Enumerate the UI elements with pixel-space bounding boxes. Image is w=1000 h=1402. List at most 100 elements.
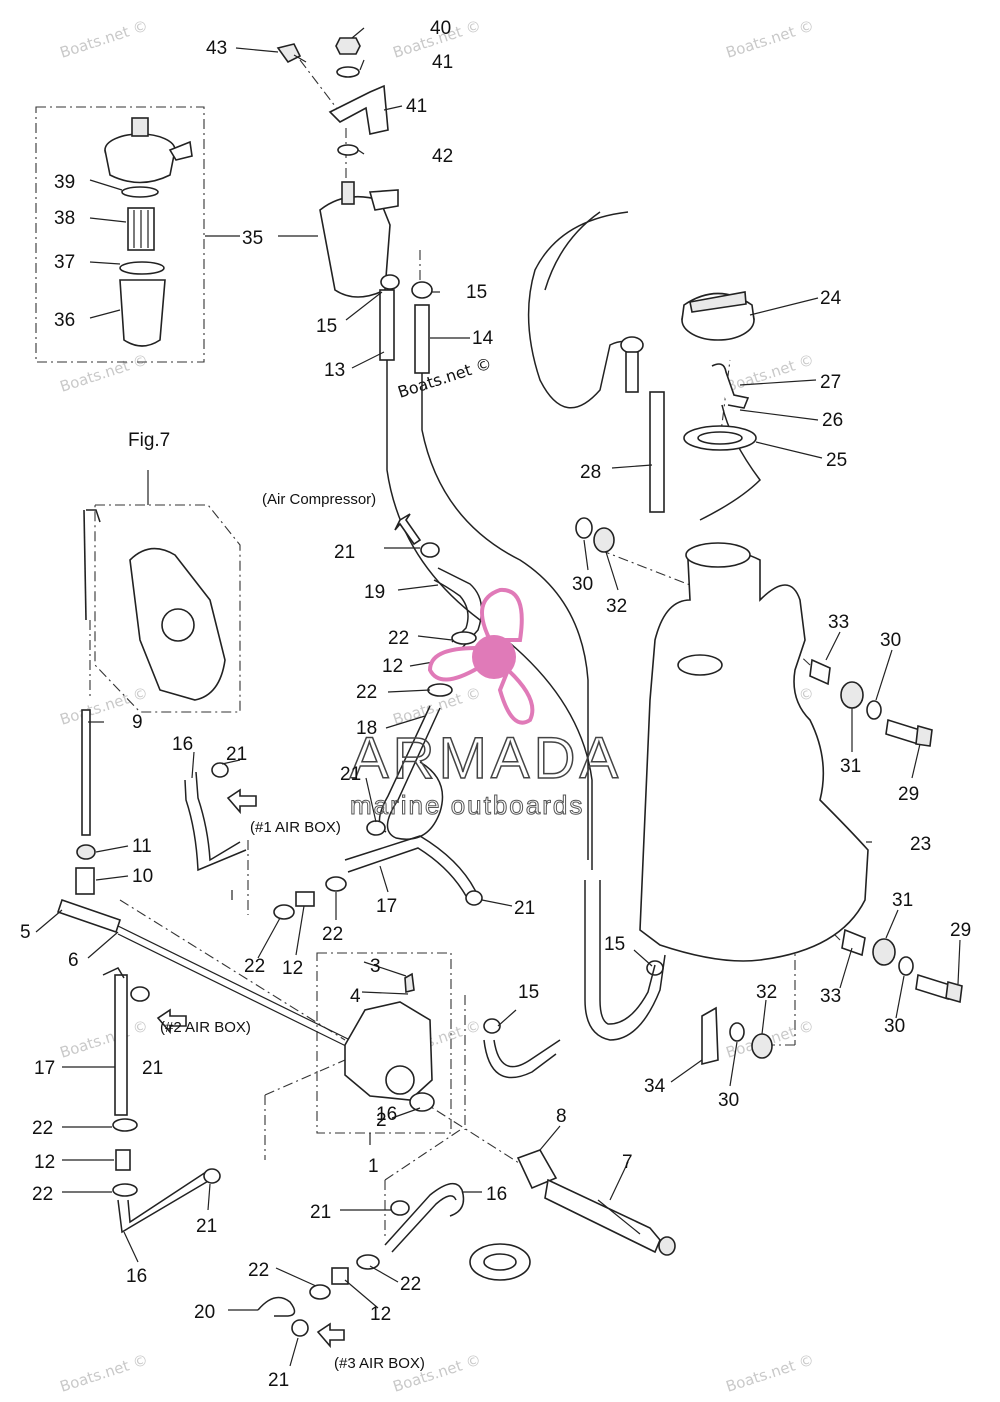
part-number-label: 21 [334, 542, 355, 563]
callout-air-box-1: (#1 AIR BOX) [250, 819, 341, 836]
oil-pump-group-box [316, 952, 452, 1134]
part-number-label: 41 [432, 52, 453, 73]
armada-logo: ARMADA marine outboards [349, 587, 622, 821]
part-number-label: 1 [368, 1156, 379, 1177]
part-number-label: 30 [884, 1016, 905, 1037]
part-number-label: 10 [132, 866, 153, 887]
part-number-label: 35 [242, 228, 263, 249]
watermark: Boats.net © [724, 16, 817, 61]
part-number-label: 15 [316, 316, 337, 337]
part-number-label: 22 [244, 956, 265, 977]
part-number-label: 21 [226, 744, 247, 765]
leader-lines [89, 59, 841, 1240]
part-number-label: 32 [606, 596, 627, 617]
part-number-label: 11 [132, 836, 152, 857]
part-number-label: 3 [370, 956, 381, 977]
part-number-label: 5 [20, 922, 31, 943]
part-number-label: 7 [622, 1152, 633, 1173]
part-number-label: 31 [892, 890, 913, 911]
part-number-layer: 1234567891011121212121314151515151616161… [20, 18, 971, 1391]
part-number-label: 31 [840, 756, 861, 777]
part-number-label: 18 [356, 718, 377, 739]
watermark: Boats.net © [58, 16, 151, 61]
part-number-label: 19 [364, 582, 385, 603]
figure-label: Fig.7 [128, 430, 170, 451]
part-number-label: 4 [350, 986, 361, 1007]
part-number-label: 34 [644, 1076, 666, 1097]
part-number-label: 29 [898, 784, 919, 805]
part-number-label: 28 [580, 462, 601, 483]
propeller-icon [427, 587, 535, 725]
part-number-label: 12 [370, 1304, 391, 1325]
part-number-label: 12 [34, 1152, 55, 1173]
part-number-label: 29 [950, 920, 971, 941]
part-number-label: 12 [382, 656, 403, 677]
part-number-label: 25 [826, 450, 847, 471]
part-number-label: 22 [32, 1118, 53, 1139]
part-number-label: 9 [132, 712, 143, 733]
part-number-label: 17 [376, 896, 397, 917]
watermark: Boats.net © [58, 1016, 151, 1061]
part-number-label: 16 [376, 1104, 397, 1125]
part-number-label: 21 [268, 1370, 289, 1391]
part-number-label: 15 [466, 282, 487, 303]
watermark: Boats.net © [724, 1350, 817, 1395]
part-number-label: 22 [322, 924, 343, 945]
watermark-dark: Boats.net © [395, 354, 494, 402]
part-number-label: 17 [34, 1058, 55, 1079]
part-number-label: 27 [820, 372, 841, 393]
part-number-label: 30 [718, 1090, 739, 1111]
part-number-label: 13 [324, 360, 345, 381]
part-number-label: 43 [206, 38, 227, 59]
watermark: Boats.net © [724, 350, 817, 395]
part-number-label: 22 [400, 1274, 421, 1295]
part-number-label: 21 [310, 1202, 331, 1223]
part-number-label: 26 [822, 410, 843, 431]
part-number-label: 16 [486, 1184, 507, 1205]
part-number-label: 22 [248, 1260, 269, 1281]
label-leaders [35, 27, 961, 1367]
part-number-label: 33 [820, 986, 841, 1007]
part-number-label: 20 [194, 1302, 215, 1323]
part-number-label: 33 [828, 612, 849, 633]
part-number-label: 21 [340, 764, 361, 785]
part-number-label: 14 [472, 328, 494, 349]
part-number-label: 15 [518, 982, 539, 1003]
part-number-label: 32 [756, 982, 777, 1003]
callout-air-box-2: (#2 AIR BOX) [160, 1019, 251, 1036]
part-number-label: 15 [604, 934, 625, 955]
filter-group-box [35, 106, 205, 363]
part-number-label: 41 [406, 96, 427, 117]
part-number-label: 2 [376, 1110, 387, 1131]
watermark: Boats.net © [58, 1350, 151, 1395]
part-number-label: 22 [356, 682, 377, 703]
part-number-label: 21 [196, 1216, 217, 1237]
watermark: Boats.net © [58, 350, 151, 395]
part-number-label: 37 [54, 252, 75, 273]
part-number-label: 30 [880, 630, 901, 651]
part-number-label: 36 [54, 310, 75, 331]
part-number-label: 39 [54, 172, 75, 193]
part-number-label: 6 [68, 950, 79, 971]
callout-air-compressor: (Air Compressor) [262, 491, 376, 508]
part-number-label: 24 [820, 288, 842, 309]
part-number-label: 16 [126, 1266, 147, 1287]
part-number-label: 42 [432, 146, 453, 167]
part-number-label: 30 [572, 574, 593, 595]
logo-brand: ARMADA [350, 726, 622, 791]
parts-layer [56, 37, 963, 1349]
part-number-label: 38 [54, 208, 75, 229]
part-number-label: 21 [514, 898, 535, 919]
part-number-label: 23 [910, 834, 931, 855]
part-number-label: 22 [32, 1184, 53, 1205]
logo-tagline: marine outboards [350, 790, 584, 820]
part-number-label: 12 [282, 958, 303, 979]
part-number-label: 40 [430, 18, 451, 39]
part-number-label: 22 [388, 628, 409, 649]
callout-air-box-3: (#3 AIR BOX) [334, 1355, 425, 1372]
part-number-label: 21 [142, 1058, 163, 1079]
part-number-label: 16 [172, 734, 193, 755]
part-number-label: 8 [556, 1106, 567, 1127]
